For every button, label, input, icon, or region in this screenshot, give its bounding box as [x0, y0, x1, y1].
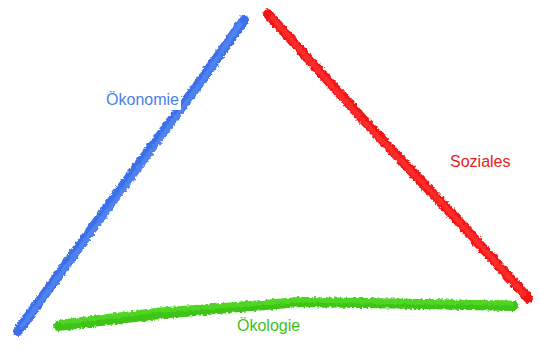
social-stroke-edge	[272, 18, 524, 294]
dimension-label: Ökologie	[235, 316, 302, 336]
dimension-label: Soziales	[448, 152, 512, 172]
economy-stroke-edge	[22, 24, 240, 326]
economy-stroke	[18, 20, 244, 331]
dimension-label: Ökonomie	[104, 90, 181, 110]
social-stroke	[268, 14, 528, 298]
